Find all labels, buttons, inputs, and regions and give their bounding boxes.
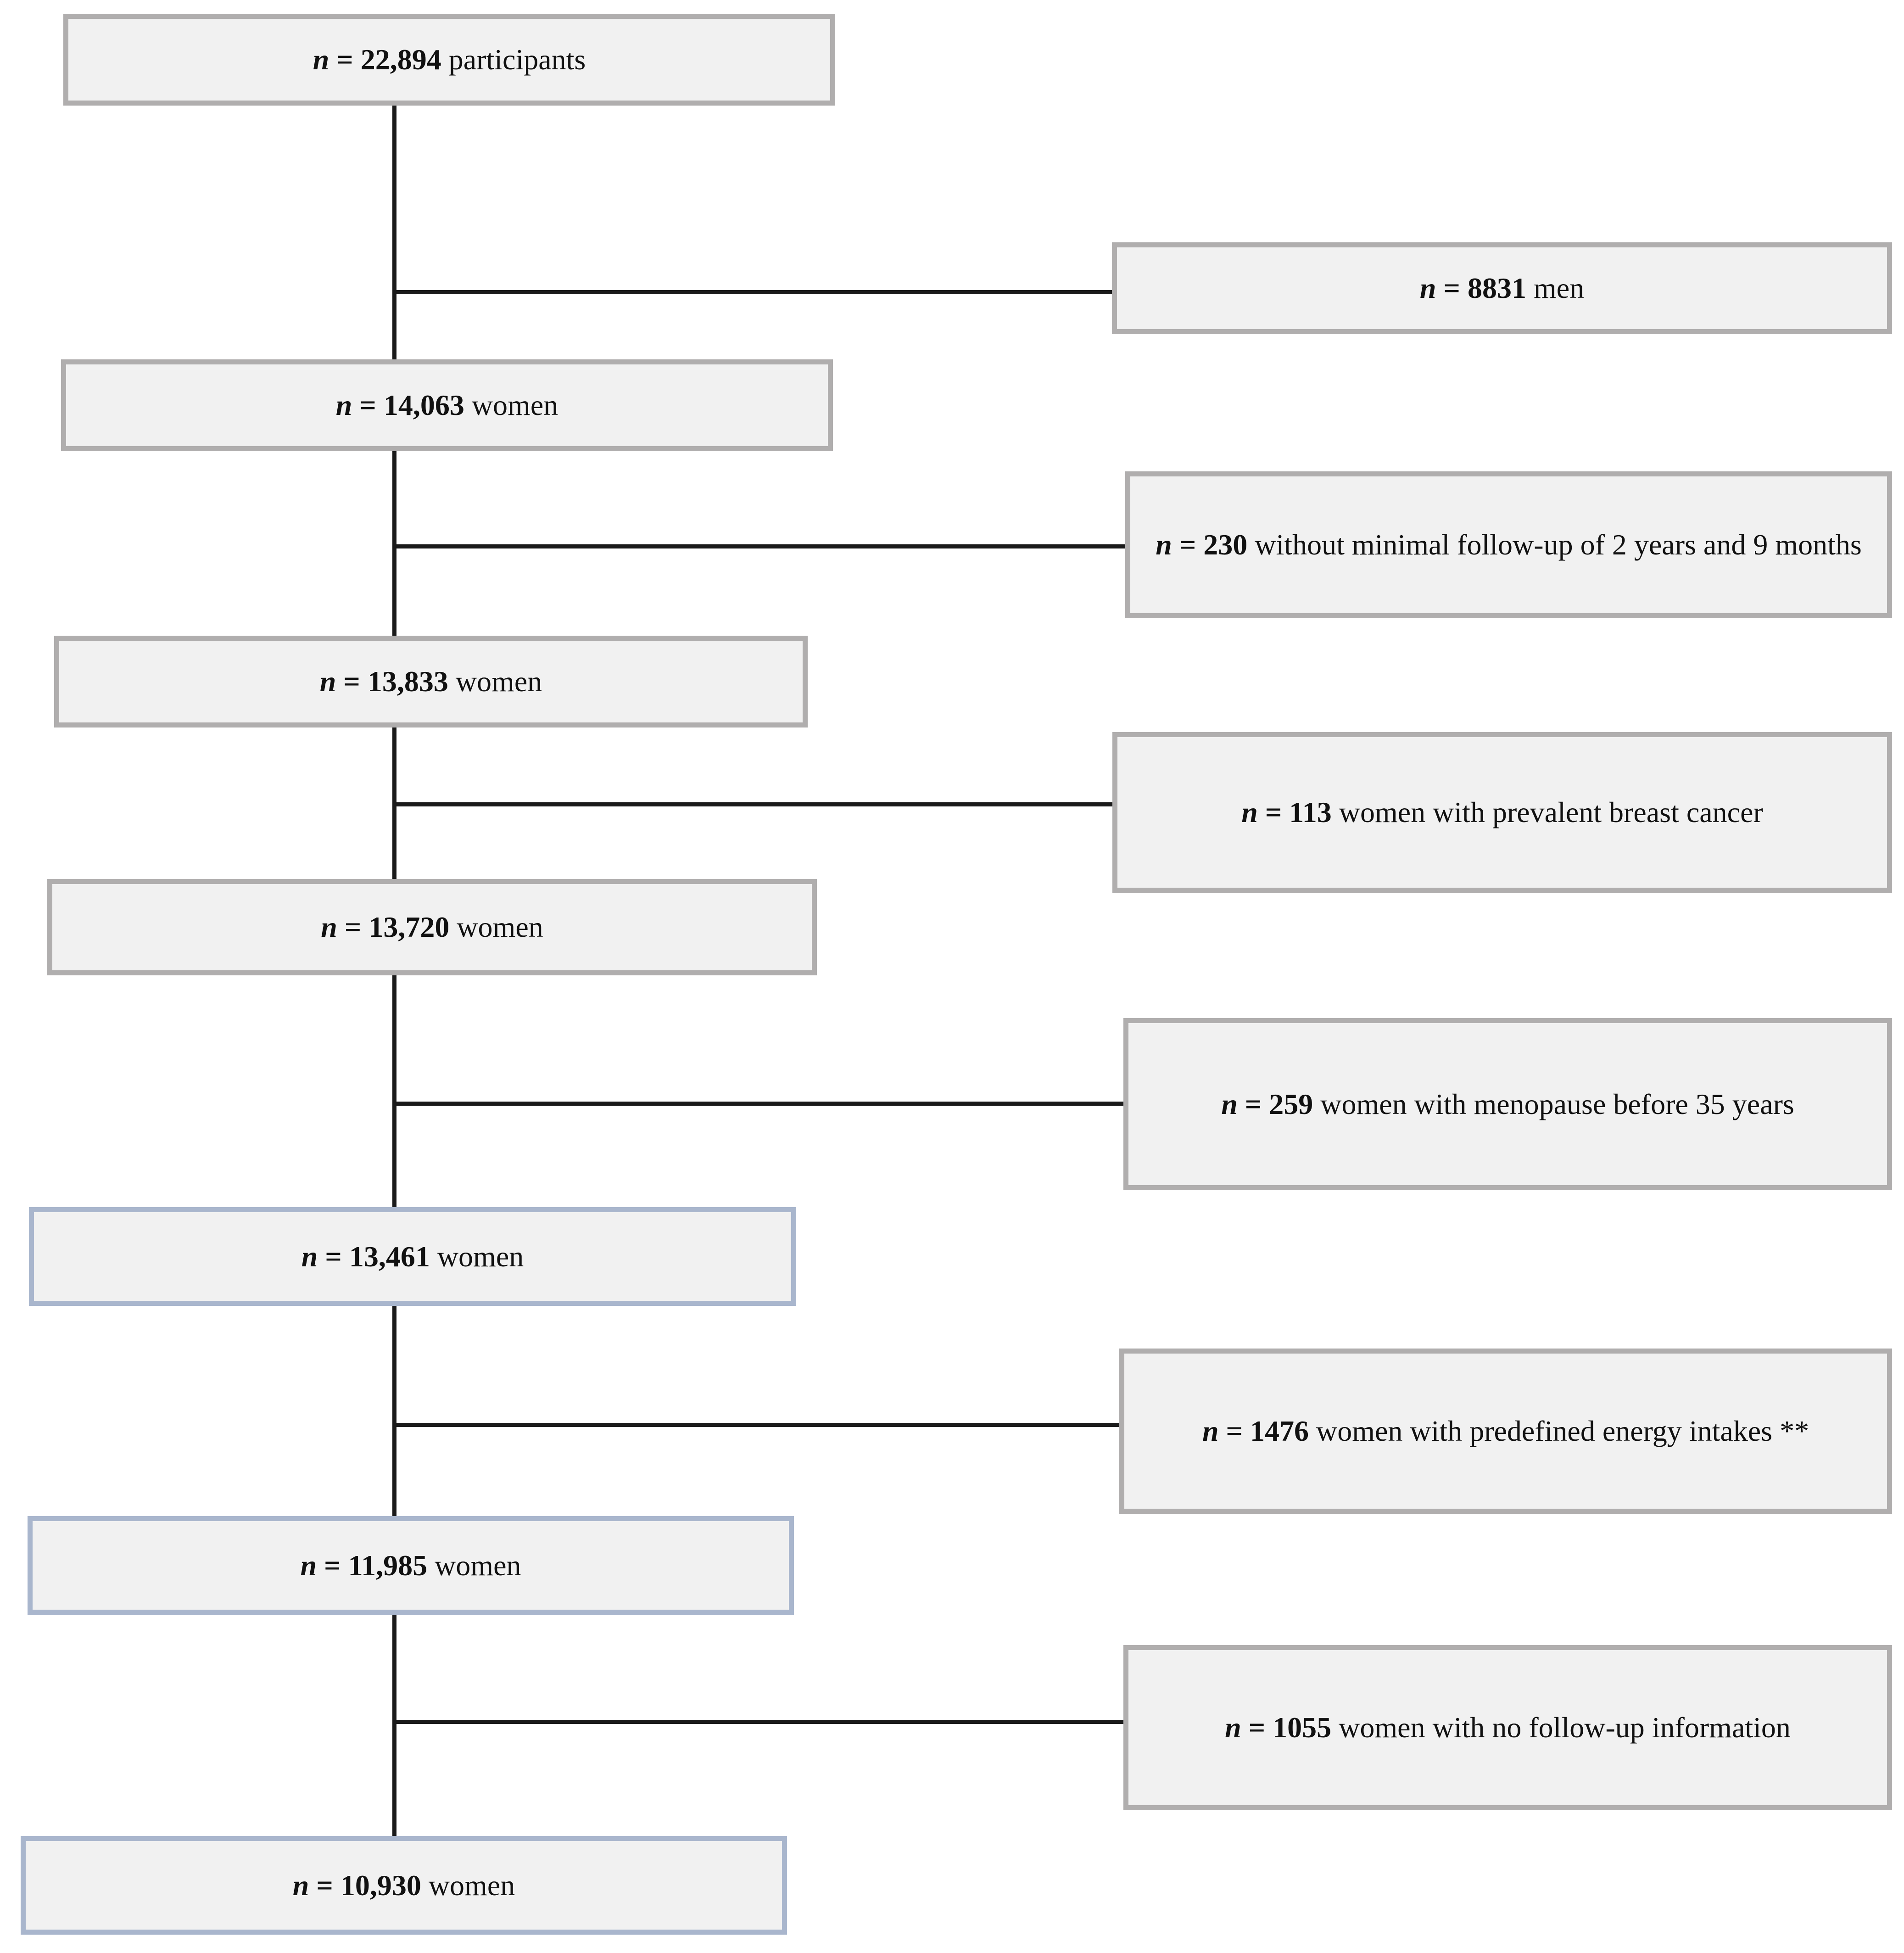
node-women-13720[interactable]: n = 13,720 women [47, 879, 817, 975]
connector-vertical-4 [392, 881, 396, 1212]
node-participants[interactable]: n = 22,894 participants [63, 14, 835, 106]
excl-energy-intake-label: n = 1476 women with predefined energy in… [1202, 1415, 1809, 1448]
excl-prevalent-breast-cancer[interactable]: n = 113 women with prevalent breast canc… [1112, 732, 1892, 893]
connector-horizontal-menopause [392, 1102, 1125, 1106]
connector-horizontal-energy-intake [392, 1423, 1121, 1427]
node-women-13833-label: n = 13,833 women [319, 665, 542, 698]
node-women-14063[interactable]: n = 14,063 women [61, 359, 833, 451]
connector-horizontal-men [392, 290, 1114, 294]
connector-horizontal-no-followup-info [392, 1720, 1125, 1724]
node-women-13833[interactable]: n = 13,833 women [54, 636, 808, 727]
excl-men-label: n = 8831 men [1419, 272, 1585, 305]
node-women-10930-label: n = 10,930 women [292, 1869, 515, 1902]
connector-horizontal-breast-cancer [392, 802, 1114, 806]
excl-early-menopause[interactable]: n = 259 women with menopause before 35 y… [1123, 1018, 1892, 1190]
excl-men[interactable]: n = 8831 men [1112, 242, 1892, 334]
connector-vertical-2 [392, 363, 396, 606]
connector-vertical-6 [392, 1524, 396, 1863]
excl-no-followup-info[interactable]: n = 1055 women with no follow-up informa… [1123, 1645, 1892, 1810]
node-women-11985[interactable]: n = 11,985 women [28, 1516, 794, 1615]
node-women-13461[interactable]: n = 13,461 women [29, 1207, 796, 1306]
node-women-10930[interactable]: n = 10,930 women [21, 1836, 787, 1935]
node-women-11985-label: n = 11,985 women [300, 1549, 521, 1582]
excl-no-followup[interactable]: n = 230 without minimal follow-up of 2 y… [1125, 471, 1892, 618]
connector-horizontal-no-followup [392, 544, 1127, 548]
node-women-13461-label: n = 13,461 women [301, 1240, 524, 1273]
excl-prevalent-breast-cancer-label: n = 113 women with prevalent breast canc… [1241, 796, 1763, 829]
node-participants-label: n = 22,894 participants [313, 43, 586, 76]
connector-vertical-3 [392, 606, 396, 881]
excl-energy-intake[interactable]: n = 1476 women with predefined energy in… [1119, 1349, 1892, 1514]
node-women-14063-label: n = 14,063 women [335, 389, 558, 422]
node-women-13720-label: n = 13,720 women [321, 911, 543, 944]
excl-no-followup-label: n = 230 without minimal follow-up of 2 y… [1156, 528, 1862, 561]
connector-vertical-5 [392, 1193, 396, 1524]
excl-no-followup-info-label: n = 1055 women with no follow-up informa… [1225, 1711, 1791, 1744]
excl-early-menopause-label: n = 259 women with menopause before 35 y… [1221, 1087, 1794, 1120]
connector-vertical-1 [392, 52, 396, 373]
